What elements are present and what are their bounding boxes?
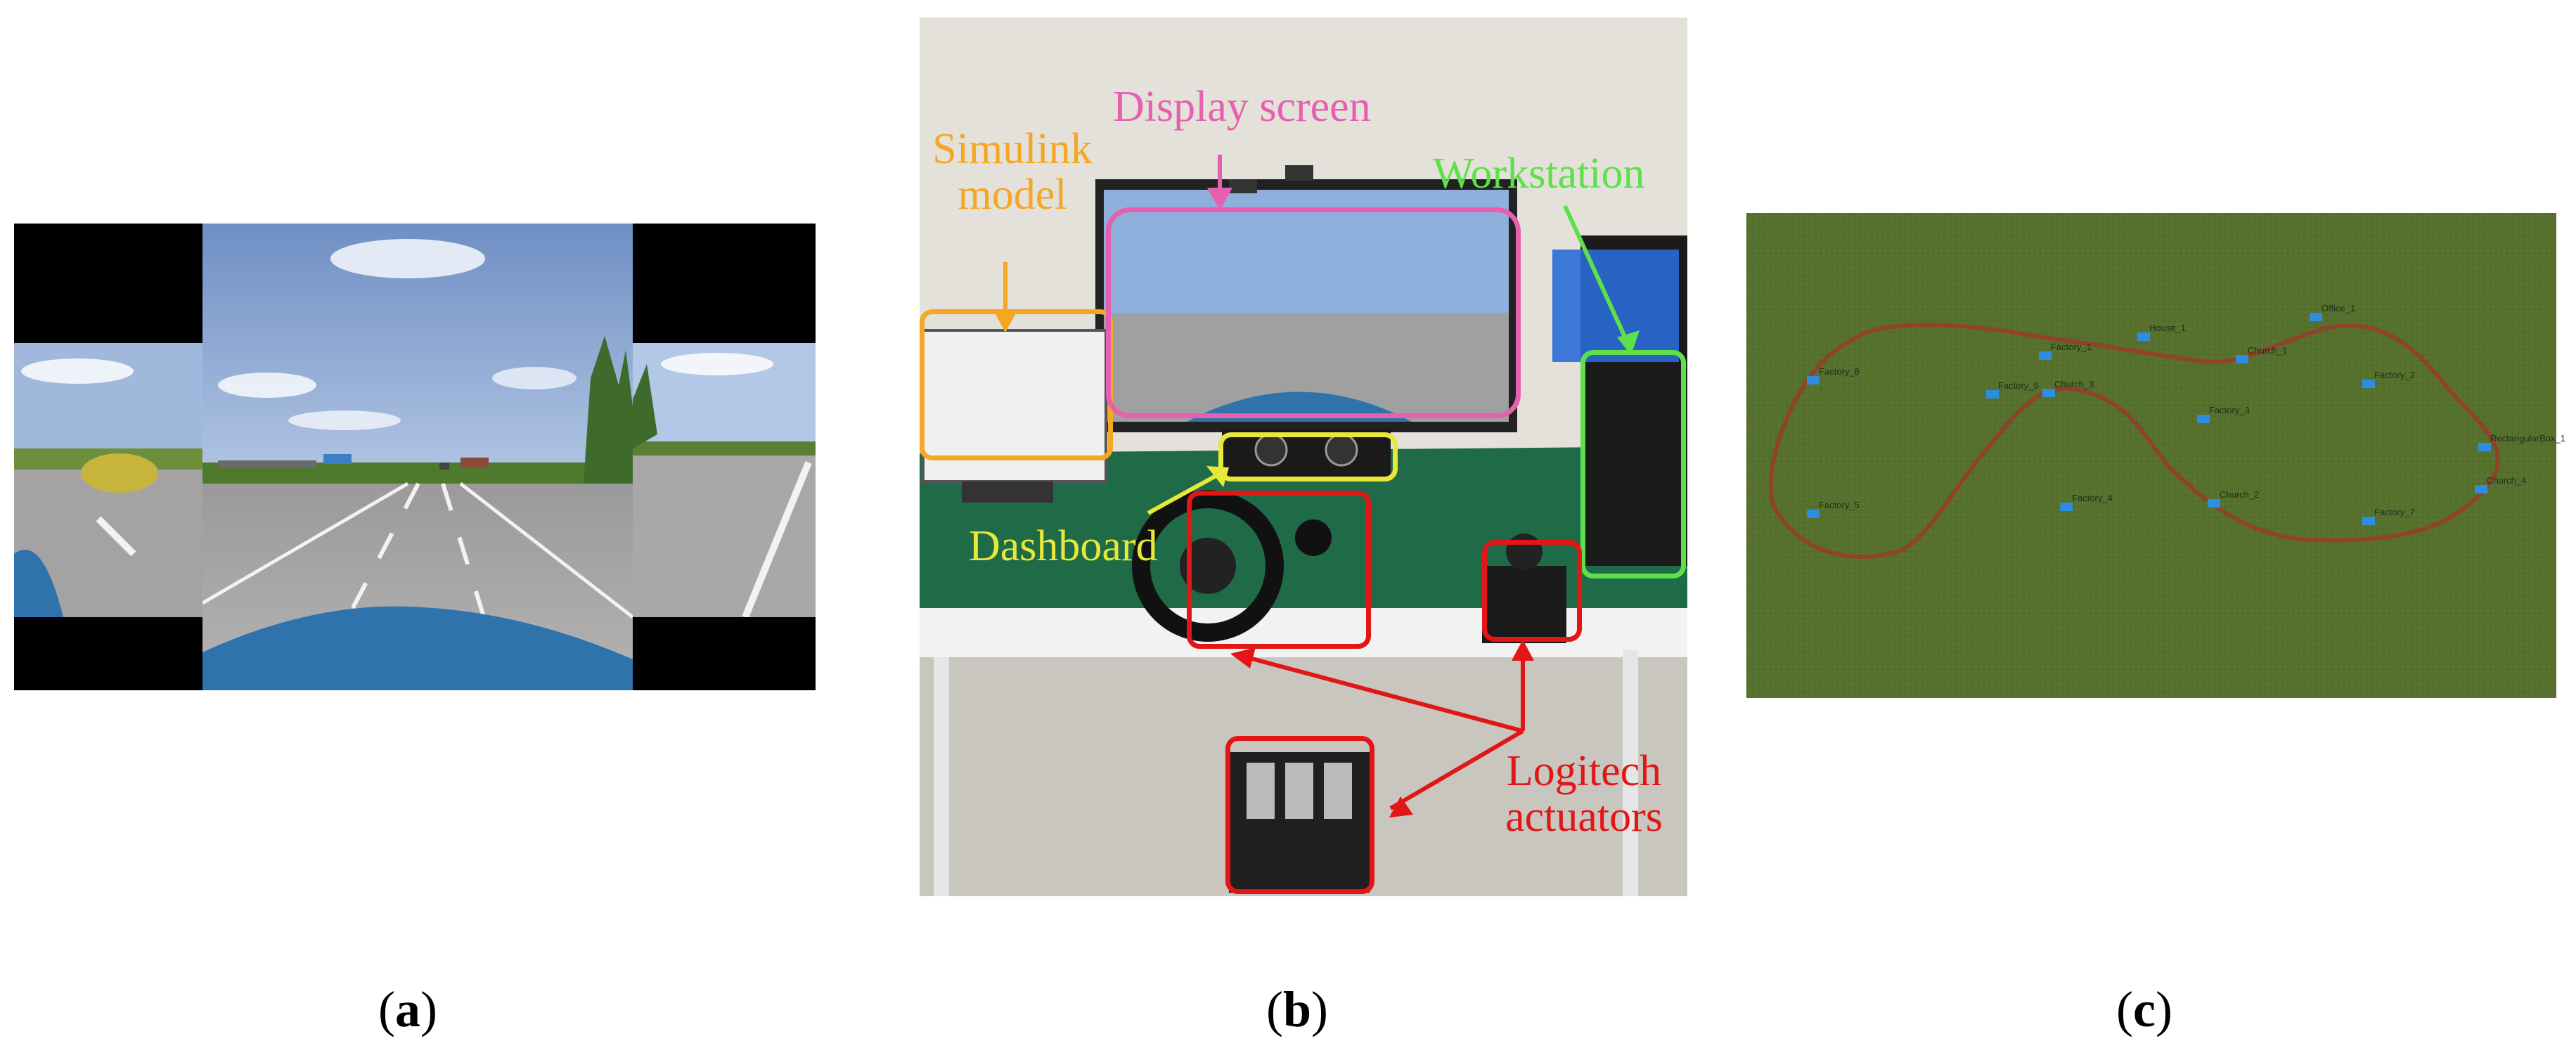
map-node-marker — [2475, 485, 2487, 493]
display-screen-label: Display screen — [1113, 83, 1371, 131]
map-node-label: Church_3 — [2054, 379, 2094, 389]
map-node-label: Factory_1 — [2051, 342, 2092, 352]
map-node-label: Factory_4 — [2072, 493, 2113, 503]
map-node-label: Factory_6 — [1998, 380, 2039, 391]
map-node-label: Factory_3 — [2209, 405, 2250, 415]
logitech-label: Logitech actuators — [1489, 747, 1679, 841]
route-map-svg: Factory_8 Factory_1 House_1 Office_1Church_… — [1746, 213, 2565, 698]
panel-b-hardware-setup: Simulink model Display screen Workstatio… — [920, 18, 1687, 896]
map-node: Factory_5 — [1807, 500, 1860, 518]
map-node-label: Factory_7 — [2374, 507, 2415, 517]
dashboard-box — [1218, 432, 1398, 481]
map-node-label: Factory_2 — [2374, 370, 2415, 380]
simulink-label-line1: Simulink — [932, 125, 1093, 173]
map-node-marker — [2362, 380, 2375, 388]
map-node-marker — [2137, 332, 2150, 341]
map-nodes: Factory_8 Factory_1 House_1 Office_1Church_… — [1807, 303, 2565, 525]
steering-wheel-box — [1187, 491, 1371, 649]
caption-a-open: ( — [378, 981, 395, 1038]
logitech-label-line1: Logitech — [1506, 747, 1662, 795]
hardware-photo — [920, 18, 1687, 896]
map-node-marker — [2208, 499, 2220, 508]
map-node-label: Church_4 — [2487, 475, 2526, 486]
caption-b: (b) — [1227, 981, 1367, 1039]
map-node: Factory_3 — [2197, 405, 2250, 423]
map-node: House_1 — [2137, 323, 2186, 341]
caption-c-open: ( — [2116, 981, 2134, 1038]
map-node-marker — [2039, 351, 2052, 360]
simulink-label-line2: model — [958, 171, 1067, 219]
map-node: Factory_4 — [2060, 493, 2113, 511]
map-node-label: House_1 — [2149, 323, 2186, 333]
shifter-box — [1482, 540, 1582, 642]
right-view — [633, 224, 816, 690]
simulator-scene — [14, 224, 816, 692]
map-node-label: Office_1 — [2321, 303, 2355, 314]
caption-c-close: ) — [2155, 981, 2172, 1038]
caption-a-letter: a — [395, 981, 420, 1038]
caption-c: (c) — [2074, 981, 2215, 1039]
map-node-marker — [2478, 443, 2491, 451]
map-node: Factory_7 — [2362, 507, 2415, 525]
map-node: Factory_1 — [2039, 342, 2092, 360]
map-node: Factory_6 — [1986, 380, 2039, 399]
simulink-box — [920, 309, 1113, 460]
map-node-marker — [2310, 313, 2322, 321]
workstation-box — [1580, 350, 1686, 579]
map-node: Office_1 — [2310, 303, 2355, 321]
caption-b-open: ( — [1266, 981, 1283, 1038]
map-node: Church_2 — [2208, 489, 2259, 508]
logitech-label-line2: actuators — [1505, 793, 1663, 841]
map-node-marker — [2060, 503, 2073, 511]
route-path — [1768, 323, 2501, 560]
left-view — [14, 224, 202, 690]
map-node-label: Church_2 — [2220, 489, 2259, 500]
map-node-label: RectangularBox_1 — [2490, 433, 2565, 444]
gear-shifter — [1482, 566, 1566, 643]
map-node-label: Factory_5 — [1819, 500, 1860, 510]
map-node: Factory_8 — [1807, 366, 1860, 384]
caption-b-letter: b — [1282, 981, 1312, 1038]
annotation-arrows — [993, 155, 1640, 817]
dashboard-label: Dashboard — [969, 522, 1158, 570]
map-node-marker — [2197, 415, 2210, 423]
map-node-label: Factory_8 — [1819, 366, 1860, 377]
map-node: RectangularBox_1 — [2478, 433, 2565, 451]
map-node-marker — [1807, 510, 1820, 518]
steering-wheel — [1132, 490, 1284, 642]
caption-a-close: ) — [420, 981, 437, 1038]
center-view — [201, 224, 634, 692]
map-node: Church_3 — [2042, 379, 2094, 397]
display-screen-box — [1106, 207, 1521, 418]
panel-a-simulator-view — [14, 224, 816, 692]
map-node-marker — [1986, 390, 1999, 399]
simulink-label: Simulink model — [928, 125, 1097, 219]
map-node: Church_1 — [2236, 345, 2287, 363]
map-node-label: Church_1 — [2248, 345, 2287, 356]
map-node-marker — [2042, 389, 2055, 397]
map-node-marker — [2236, 355, 2248, 363]
map-node-marker — [1807, 376, 1820, 384]
map-node-marker — [2362, 517, 2375, 525]
pedals-box — [1225, 736, 1374, 894]
map-node: Factory_2 — [2362, 370, 2415, 388]
caption-c-letter: c — [2133, 981, 2156, 1038]
caption-a: (a) — [337, 981, 478, 1039]
caption-b-close: ) — [1311, 981, 1328, 1038]
map-node: Church_4 — [2475, 475, 2526, 493]
workstation-label: Workstation — [1433, 150, 1645, 198]
